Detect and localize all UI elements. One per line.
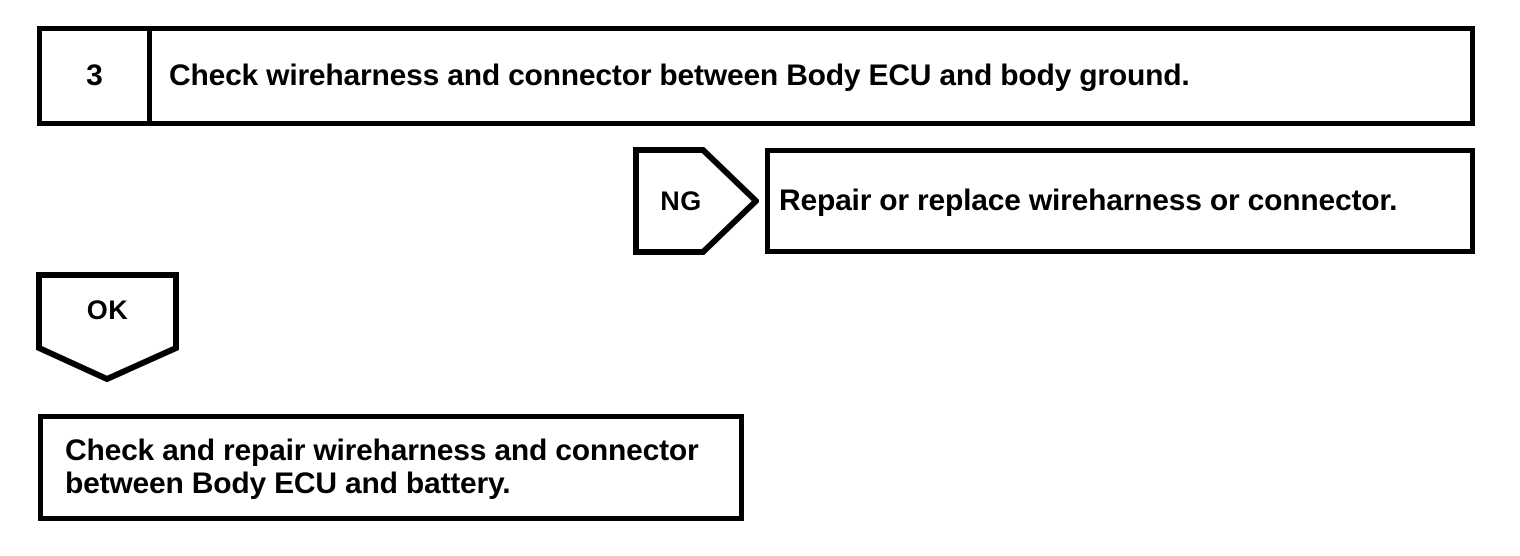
step-instruction-cell: Check wireharness and connector between … <box>152 31 1470 121</box>
ng-result-box: Repair or replace wireharness or connect… <box>765 148 1475 254</box>
step-number: 3 <box>86 59 103 92</box>
ok-result-box: Check and repair wireharness and connect… <box>38 414 744 521</box>
ok-result-text-line-1: Check and repair wireharness and connect… <box>65 434 699 468</box>
step-instruction-text: Check wireharness and connector between … <box>169 59 1190 93</box>
ng-result-text: Repair or replace wireharness or connect… <box>779 184 1398 218</box>
ok-arrow-shape <box>36 272 179 383</box>
ng-arrow-shape <box>633 147 759 255</box>
step-number-cell: 3 <box>42 31 152 121</box>
ok-result-text-line-2: between Body ECU and battery. <box>65 466 511 500</box>
ng-branch-arrow: NG <box>633 147 759 255</box>
step-box: 3 Check wireharness and connector betwee… <box>37 26 1475 126</box>
ok-branch-arrow: OK <box>35 271 180 383</box>
